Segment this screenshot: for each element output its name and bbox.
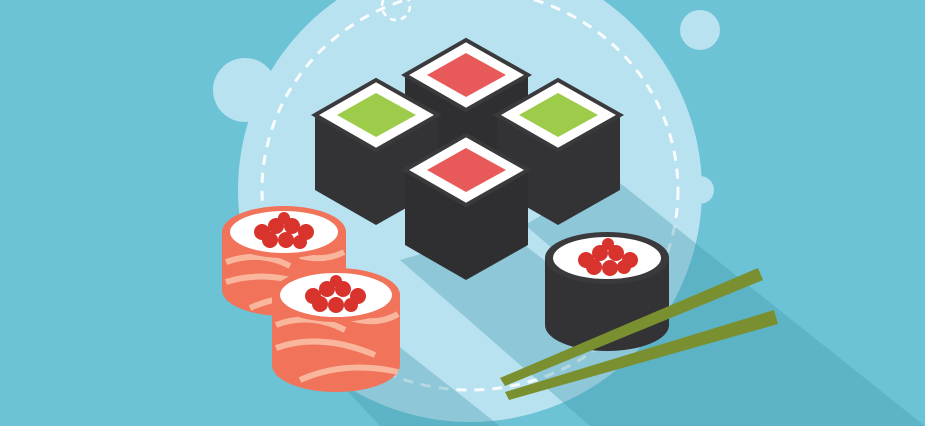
chopsticks (500, 268, 778, 400)
salmon-roll-front (272, 268, 400, 392)
maki-roll-cucumber-left (310, 77, 443, 225)
dashed-bubble (380, 0, 412, 22)
dashed-ring (260, 0, 680, 392)
salmon-roll-back (222, 206, 346, 316)
maki-roll-tuna-bottom (400, 132, 533, 280)
